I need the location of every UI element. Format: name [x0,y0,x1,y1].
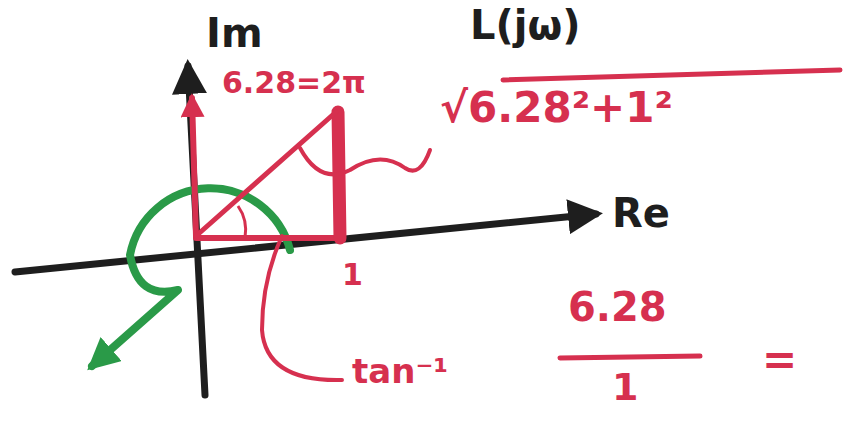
value-label: 6.28=2π [222,66,366,101]
fraction-bar [560,356,700,358]
leader-line [300,148,430,174]
fraction-numerator: 6.28 [568,284,667,330]
fraction-denominator: 1 [612,366,638,410]
phasor-vector [196,112,336,236]
equals-sign: = [762,336,797,384]
locus-curve [92,188,290,366]
magnitude-formula: √6.28²+1² [440,84,673,132]
axis-label: Re [612,190,670,236]
value-label: 1 [342,258,363,293]
function-label: tan⁻¹ [352,352,448,391]
radical-bar [503,70,840,80]
imag-component-arrow [192,98,196,236]
function-label: L(jω) [470,2,581,48]
axis-label: Im [206,10,263,56]
real-component [196,235,343,241]
real-axis [15,214,596,272]
leader-line [262,236,342,380]
angle-arc [238,206,246,238]
